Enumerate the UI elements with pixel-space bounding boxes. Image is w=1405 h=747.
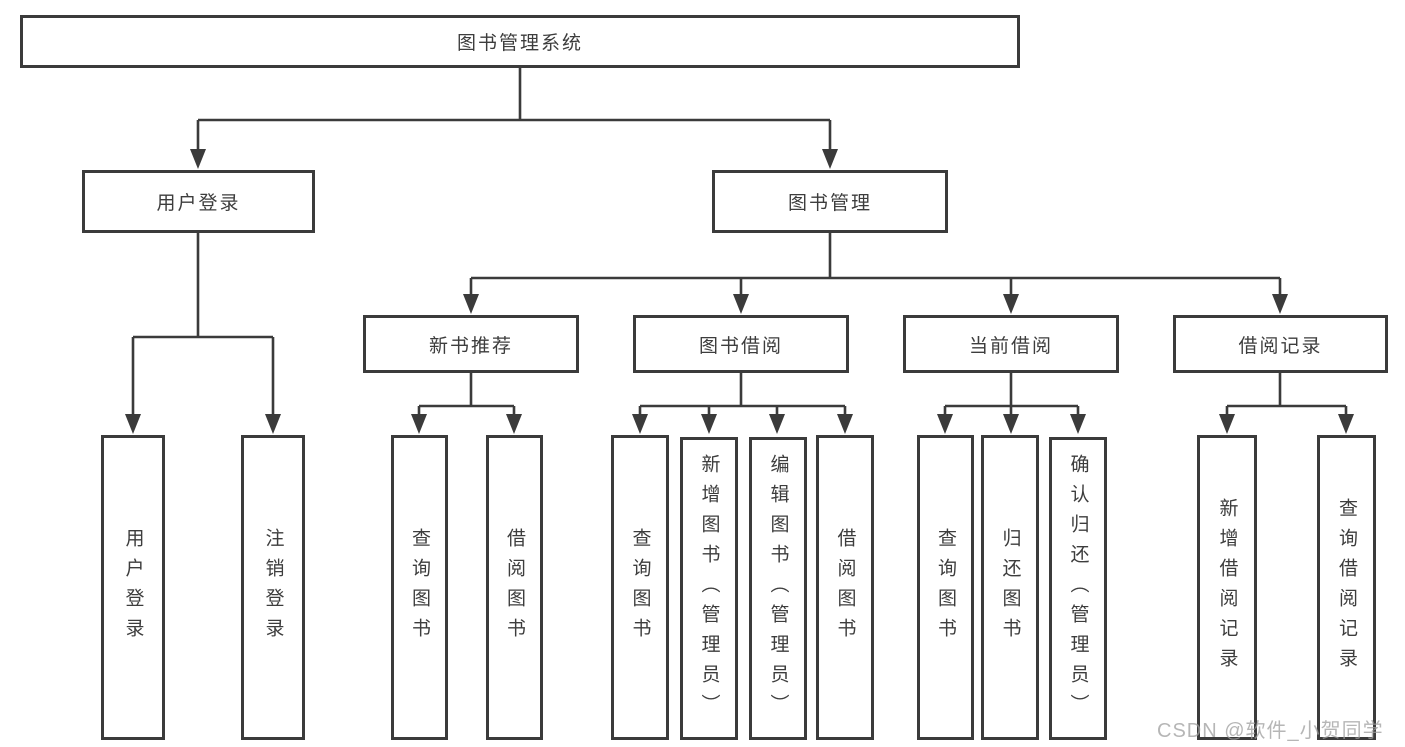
leaf-br-query-record: 查询借阅记录 — [1317, 435, 1376, 740]
arrow-down-icon — [190, 149, 206, 169]
watermark: CSDN @软件_小贺同学 — [1157, 720, 1384, 742]
node-label: 归还图书 — [999, 527, 1021, 648]
leaf-nbr-borrow-books: 借阅图书 — [486, 435, 543, 740]
leaf-bb-add-books-admin: 新增图书（管理员） — [680, 437, 738, 740]
connector-book-borrowing-children — [638, 373, 847, 418]
leaf-bb-edit-books-admin: 编辑图书（管理员） — [749, 437, 807, 740]
leaf-bb-query-books: 查询图书 — [611, 435, 669, 740]
node-label: 用户登录 — [156, 193, 241, 214]
leaf-br-add-record: 新增借阅记录 — [1197, 435, 1257, 740]
arrow-down-icon — [1219, 414, 1235, 434]
leaf-nbr-query-books: 查询图书 — [391, 435, 448, 740]
arrow-down-icon — [1272, 294, 1288, 314]
connector-book-management-children — [469, 233, 1282, 296]
node-user-login: 用户登录 — [82, 170, 315, 233]
node-new-book-recommend: 新书推荐 — [363, 315, 579, 373]
connector-borrowing-records-children — [1225, 373, 1348, 418]
node-system-root: 图书管理系统 — [20, 15, 1020, 68]
arrow-down-icon — [265, 414, 281, 434]
node-label: 查询图书 — [629, 527, 651, 648]
arrow-down-icon — [632, 414, 648, 434]
node-label: 借阅图书 — [504, 527, 525, 648]
node-current-borrowing: 当前借阅 — [903, 315, 1119, 373]
arrow-down-icon — [701, 414, 717, 434]
node-label: 注销登录 — [262, 527, 284, 648]
arrow-down-icon — [837, 414, 853, 434]
node-label: 借阅图书 — [834, 527, 856, 648]
connector-current-borrowing-children — [943, 373, 1080, 418]
arrow-down-icon — [506, 414, 522, 434]
node-label: 查询图书 — [409, 527, 430, 648]
leaf-bb-borrow-books: 借阅图书 — [816, 435, 874, 740]
node-label: 图书借阅 — [698, 335, 783, 357]
node-label: 图书管理 — [787, 193, 872, 214]
leaf-user-login: 用户登录 — [101, 435, 165, 740]
node-label: 当前借阅 — [968, 335, 1053, 357]
node-label: 用户登录 — [122, 527, 144, 648]
arrow-down-icon — [937, 414, 953, 434]
leaf-cb-query-books: 查询图书 — [917, 435, 974, 740]
arrow-down-icon — [1338, 414, 1354, 434]
node-borrowing-records: 借阅记录 — [1173, 315, 1388, 373]
arrow-down-icon — [1003, 414, 1019, 434]
node-label: 查询图书 — [935, 527, 956, 648]
arrow-down-icon — [411, 414, 427, 434]
arrow-down-icon — [733, 294, 749, 314]
leaf-cb-return-books: 归还图书 — [981, 435, 1039, 740]
node-label: 查询借阅记录 — [1336, 497, 1357, 678]
arrow-down-icon — [1003, 294, 1019, 314]
node-label: 新书推荐 — [428, 335, 513, 357]
arrow-down-icon — [1070, 414, 1086, 434]
node-label: 借阅记录 — [1238, 335, 1323, 357]
node-book-borrowing: 图书借阅 — [633, 315, 849, 373]
connector-root-to-branches — [196, 68, 832, 151]
node-label: 编辑图书（管理员） — [767, 453, 789, 724]
leaf-cb-confirm-return-admin: 确认归还（管理员） — [1049, 437, 1107, 740]
node-book-management: 图书管理 — [712, 170, 948, 233]
arrow-down-icon — [822, 149, 838, 169]
node-label: 图书管理系统 — [456, 33, 583, 54]
arrow-down-icon — [125, 414, 141, 434]
connector-user-login-children — [131, 233, 275, 417]
node-label: 确认归还（管理员） — [1067, 453, 1089, 724]
node-label: 新增图书（管理员） — [698, 453, 720, 724]
arrow-down-icon — [463, 294, 479, 314]
connector-new-book-children — [417, 373, 516, 418]
node-label: 新增借阅记录 — [1216, 497, 1238, 678]
leaf-logout: 注销登录 — [241, 435, 305, 740]
arrow-down-icon — [769, 414, 785, 434]
